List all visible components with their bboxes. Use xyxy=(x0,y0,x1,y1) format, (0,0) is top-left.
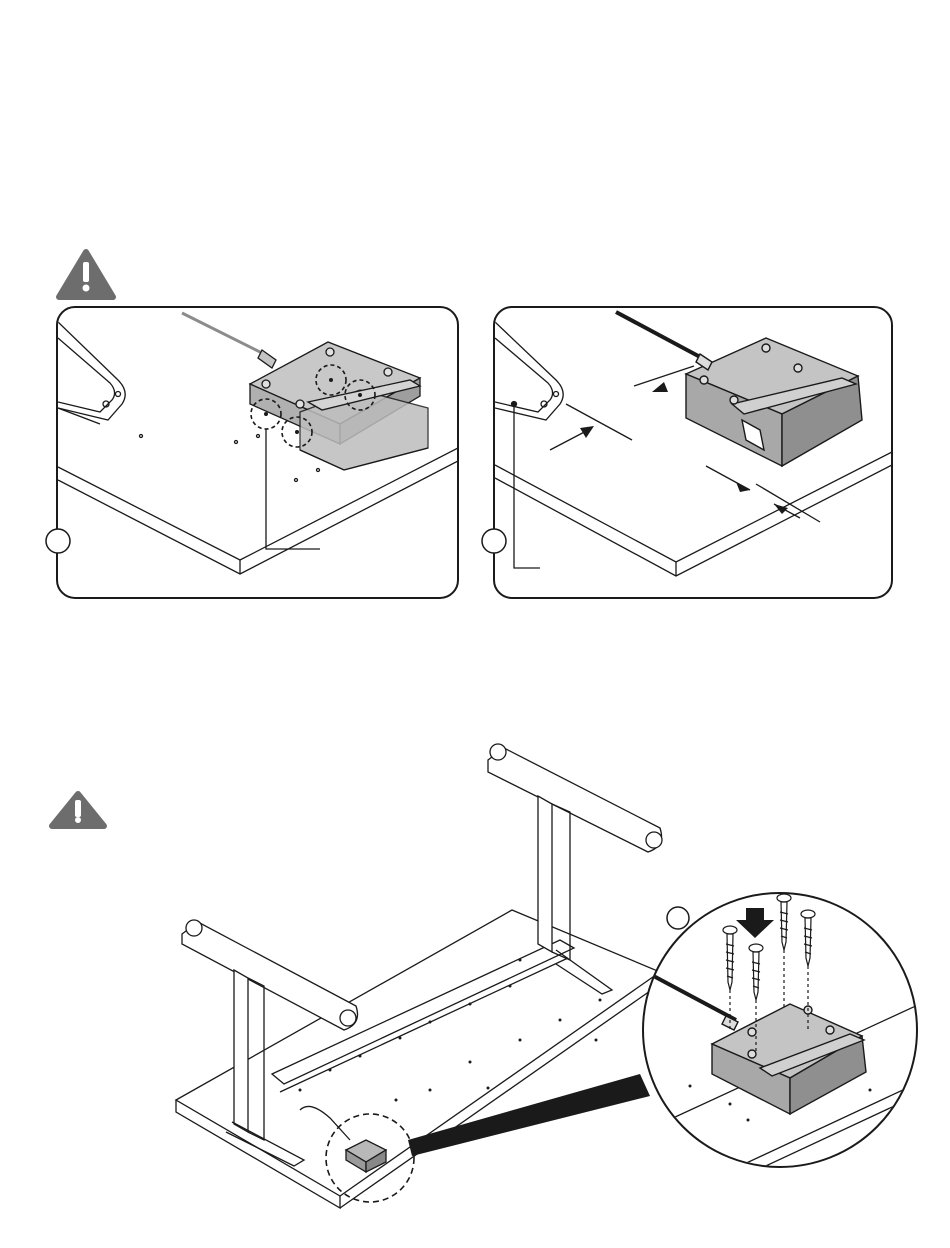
panel-left xyxy=(57,307,458,598)
detail-zoom-view xyxy=(643,893,920,1178)
step-marker-detail xyxy=(667,907,689,929)
panel-right xyxy=(494,307,892,598)
step-marker-right xyxy=(482,529,506,553)
warning-icon xyxy=(59,252,113,297)
step-marker-left xyxy=(46,529,70,553)
warning-icon xyxy=(52,794,104,826)
